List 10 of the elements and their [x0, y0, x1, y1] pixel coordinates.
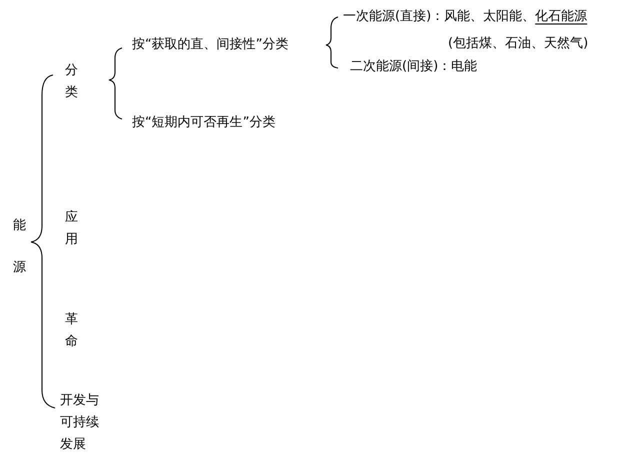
branch-label: 革命 [65, 309, 80, 353]
category-label: 按“获取的直、间接性”分类 [132, 36, 288, 53]
item-text: 一次能源(直接)：风能、太阳能、化石能源 [343, 8, 588, 25]
item-text: (包括煤、石油、天然气) [448, 35, 588, 52]
branch-label: 应用 [65, 207, 80, 251]
item-text: 二次能源(间接)：电能 [350, 58, 478, 75]
category-label: 按“短期内可否再生”分类 [132, 114, 276, 131]
branch-label: 分类 [65, 60, 80, 104]
topic-label: 能源 [13, 205, 28, 289]
branch-label: 开发与可持续发展 [60, 390, 105, 456]
